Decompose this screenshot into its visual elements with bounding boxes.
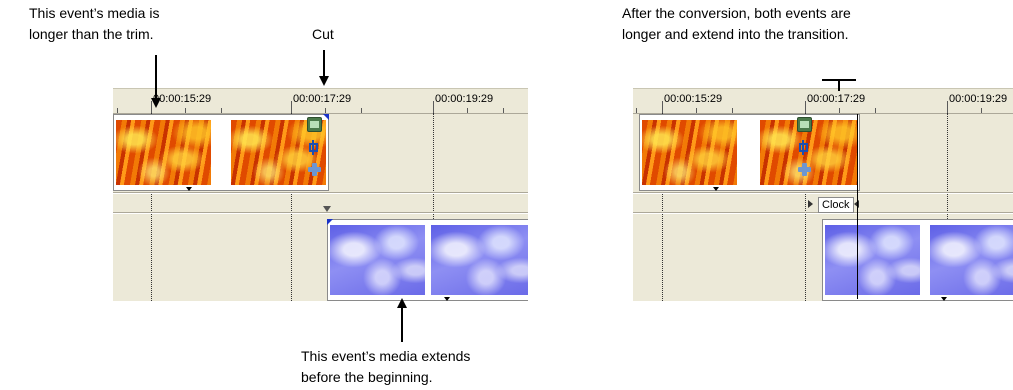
event-corner-marker xyxy=(323,114,329,120)
cut-arrow-head xyxy=(319,76,329,86)
timeline-before: 00:00:15:29 00:00:17:29 00:00:19:29 xyxy=(113,88,528,301)
time-ruler: 00:00:15:29 00:00:17:29 00:00:19:29 xyxy=(633,89,1013,114)
event-thumbnail xyxy=(330,225,425,295)
time-marker-line xyxy=(151,113,152,301)
event-marker xyxy=(941,297,947,301)
cut-indicator-icon xyxy=(323,206,331,212)
annotation-line: longer and extend into the transition. xyxy=(622,26,849,42)
time-marker-line xyxy=(805,113,806,301)
event-marker xyxy=(713,187,719,191)
timeline-after: 00:00:15:29 00:00:17:29 00:00:19:29 Cloc… xyxy=(633,88,1013,301)
transition-label[interactable]: Clock xyxy=(818,197,854,213)
time-marker-line xyxy=(662,113,663,301)
ruler-label: 00:00:15:29 xyxy=(664,93,723,105)
event-thumbnail xyxy=(116,120,211,185)
callout-arrow-head xyxy=(397,298,407,308)
event-marker xyxy=(444,297,450,301)
annotation-after-conversion: After the conversion, both events are lo… xyxy=(622,3,851,45)
crop-icon[interactable] xyxy=(307,140,322,155)
event-marker xyxy=(186,187,192,191)
annotation-media-extends: This event’s media extends before the be… xyxy=(301,346,470,388)
plus-icon[interactable] xyxy=(797,162,812,177)
time-marker-line xyxy=(291,113,292,301)
annotation-cut: Cut xyxy=(312,26,334,42)
ruler-label: 00:00:17:29 xyxy=(807,93,866,105)
film-icon[interactable] xyxy=(797,117,812,132)
event-thumbnail xyxy=(642,120,737,185)
callout-stem xyxy=(838,79,840,91)
plus-icon[interactable] xyxy=(307,162,322,177)
annotation-line: After the conversion, both events are xyxy=(622,5,851,21)
event-corner-marker xyxy=(327,219,333,225)
annotation-line: This event’s media extends xyxy=(301,348,471,364)
crop-icon[interactable] xyxy=(797,140,812,155)
video-event-sky[interactable] xyxy=(822,219,1013,301)
annotation-line: This event’s media is xyxy=(29,5,160,21)
callout-arrow-shaft xyxy=(401,308,403,342)
video-event-fire[interactable] xyxy=(113,114,329,191)
transition-start-icon xyxy=(808,200,813,208)
annotation-line: longer than the trim. xyxy=(29,26,154,42)
transition-end-icon xyxy=(854,200,859,208)
ruler-label: 00:00:17:29 xyxy=(293,93,352,105)
cut-arrow-shaft xyxy=(323,50,325,78)
time-marker-line xyxy=(947,113,948,301)
transition-boundary-line xyxy=(857,114,858,299)
callout-arrow-shaft xyxy=(155,55,157,100)
video-event-fire[interactable] xyxy=(639,114,860,191)
event-thumbnail xyxy=(930,225,1013,295)
time-marker-line xyxy=(433,113,434,301)
event-thumbnail xyxy=(431,225,528,295)
ruler-label: 00:00:15:29 xyxy=(153,93,212,105)
callout-arrow-head xyxy=(151,98,161,108)
video-event-sky[interactable] xyxy=(327,219,528,301)
film-icon[interactable] xyxy=(307,117,322,132)
annotation-line: before the beginning. xyxy=(301,369,433,385)
ruler-label: 00:00:19:29 xyxy=(435,93,494,105)
annotation-media-longer: This event’s media is longer than the tr… xyxy=(29,3,159,45)
ruler-label: 00:00:19:29 xyxy=(949,93,1008,105)
event-thumbnail xyxy=(825,225,920,295)
time-ruler: 00:00:15:29 00:00:17:29 00:00:19:29 xyxy=(113,89,528,114)
